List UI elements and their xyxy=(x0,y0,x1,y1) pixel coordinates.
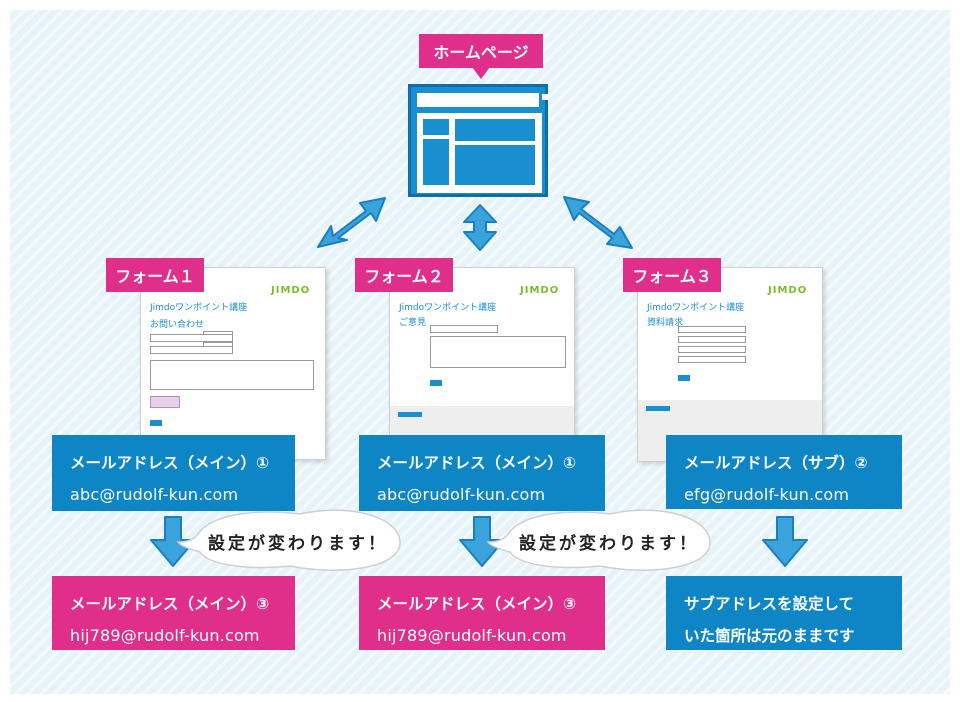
homepage-browser-icon xyxy=(408,84,548,197)
browser-block xyxy=(423,119,449,135)
mail-box-form2-after: メールアドレス（メイン）③ hij789@rudolf-kun.com xyxy=(359,576,605,650)
site-title: Jimdoワンポイント講座 xyxy=(150,303,248,313)
form-textarea xyxy=(430,336,566,368)
form-field xyxy=(678,346,746,353)
mail-box-address: hij789@rudolf-kun.com xyxy=(377,626,567,645)
page-title: 資料請求 xyxy=(647,318,684,328)
homepage-label-text: ホームページ xyxy=(433,43,529,62)
submit-button xyxy=(150,420,162,426)
sub-address-note-box: サブアドレスを設定して いた箇所は元のままです xyxy=(666,576,902,650)
mail-box-address: abc@rudolf-kun.com xyxy=(377,485,546,504)
page-title: ご意見 xyxy=(399,318,427,328)
homepage-label: ホームページ xyxy=(419,34,543,79)
mail-box-title: メールアドレス（メイン）③ xyxy=(70,595,270,613)
browser-block xyxy=(423,139,449,185)
bubble-text-1: 設定が変わります！ xyxy=(208,534,388,554)
form-screenshot-1: JIMDO Jimdoワンポイント講座 お問い合わせ xyxy=(140,267,326,460)
form-tag-text: フォーム２ xyxy=(364,267,444,286)
jimdo-logo: JIMDO xyxy=(520,285,560,296)
mail-box-title: メールアドレス（メイン）① xyxy=(377,454,577,472)
site-title: Jimdoワンポイント講座 xyxy=(647,303,745,313)
form-screenshot-3: JIMDO Jimdoワンポイント講座 資料請求 xyxy=(637,267,823,462)
mail-box-address: efg@rudolf-kun.com xyxy=(684,485,850,504)
form-field xyxy=(150,334,233,342)
mail-box-form2-before: メールアドレス（メイン）① abc@rudolf-kun.com xyxy=(359,435,605,511)
form-footer xyxy=(390,406,574,436)
submit-button xyxy=(430,380,442,386)
form-field xyxy=(678,336,746,343)
mail-box-title: メールアドレス（メイン）③ xyxy=(377,595,577,613)
form-field xyxy=(430,325,498,333)
jimdo-logo: JIMDO xyxy=(271,285,311,296)
form-field xyxy=(678,326,746,333)
mail-box-title: メールアドレス（メイン）① xyxy=(70,454,270,472)
form-field xyxy=(150,346,233,354)
note-line-1: サブアドレスを設定して xyxy=(684,595,855,613)
form-textarea xyxy=(150,360,314,390)
share-icons xyxy=(398,412,422,417)
mail-box-form1-after: メールアドレス（メイン）③ hij789@rudolf-kun.com xyxy=(52,576,295,650)
share-icons xyxy=(646,406,670,411)
mail-box-form3: メールアドレス（サブ）② efg@rudolf-kun.com xyxy=(666,435,902,509)
browser-block xyxy=(455,119,535,141)
site-title: Jimdoワンポイント講座 xyxy=(399,303,497,313)
browser-address-bar xyxy=(417,93,539,107)
jimdo-logo: JIMDO xyxy=(768,285,808,296)
captcha-image xyxy=(150,396,180,408)
mail-box-form1-before: メールアドレス（メイン）① abc@rudolf-kun.com xyxy=(52,435,295,511)
form-tag-2: フォーム２ xyxy=(355,258,453,292)
browser-window-button xyxy=(542,94,548,100)
form-tag-text: フォーム１ xyxy=(115,267,195,286)
note-line-2: いた箇所は元のままです xyxy=(684,627,855,645)
form-tag-1: フォーム１ xyxy=(106,258,204,292)
browser-block xyxy=(455,145,535,185)
submit-button xyxy=(678,375,690,381)
mail-box-title: メールアドレス（サブ）② xyxy=(684,454,868,472)
form-tag-3: フォーム３ xyxy=(623,258,721,292)
mail-box-address: hij789@rudolf-kun.com xyxy=(70,626,260,645)
form-tag-text: フォーム３ xyxy=(632,267,712,286)
mail-box-address: abc@rudolf-kun.com xyxy=(70,485,239,504)
bubble-text-2: 設定が変わります！ xyxy=(519,534,699,554)
form-field xyxy=(678,356,746,363)
form-screenshot-2: JIMDO Jimdoワンポイント講座 ご意見 xyxy=(389,267,575,437)
page-title: お問い合わせ xyxy=(150,320,205,330)
